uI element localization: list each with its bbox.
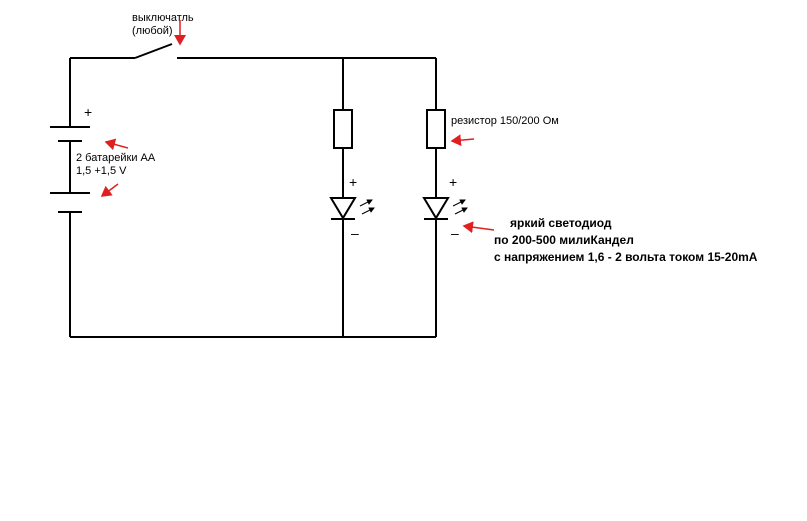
resistor-arrow — [450, 134, 475, 147]
battery-label-line1: 2 батарейки АА — [76, 152, 156, 164]
resistor-label: резистор 150/200 Ом — [451, 115, 559, 127]
battery-label-line2: 1,5 +1,5 V — [76, 165, 127, 177]
battery-arrow-lower — [100, 183, 119, 197]
led-1-light-arrow-1 — [359, 199, 373, 207]
led-2-light-arrow-2 — [454, 207, 468, 215]
resistor-1 — [333, 109, 353, 149]
led-label-line2: по 200-500 милиКандел — [494, 233, 634, 247]
led-2 — [422, 197, 468, 220]
switch — [134, 43, 173, 59]
led-1-minus-sign: – — [351, 225, 359, 241]
led-2-plus-sign: + — [449, 174, 457, 190]
led-1-light-arrow-2 — [361, 207, 375, 215]
led-arrow — [462, 221, 495, 234]
resistor-2 — [426, 109, 446, 149]
led-label-line1: яркий светодиод — [510, 216, 612, 230]
led-2-triangle — [422, 197, 450, 220]
led-1 — [329, 197, 375, 220]
led-label-line3: с напряжением 1,6 - 2 вольта током 15-20… — [494, 250, 758, 264]
switch-label-line2: (любой) — [132, 25, 173, 37]
led-1-plus-sign: + — [349, 174, 357, 190]
battery-plus-sign: + — [84, 104, 92, 120]
switch-blade — [134, 43, 173, 59]
wires — [69, 57, 437, 338]
battery-arrow-upper — [104, 138, 129, 151]
led-1-triangle — [329, 197, 357, 220]
battery — [50, 126, 90, 213]
switch-label-line1: выключатль — [132, 12, 194, 24]
led-2-light-arrow-1 — [452, 199, 466, 207]
led-2-minus-sign: – — [451, 225, 459, 241]
